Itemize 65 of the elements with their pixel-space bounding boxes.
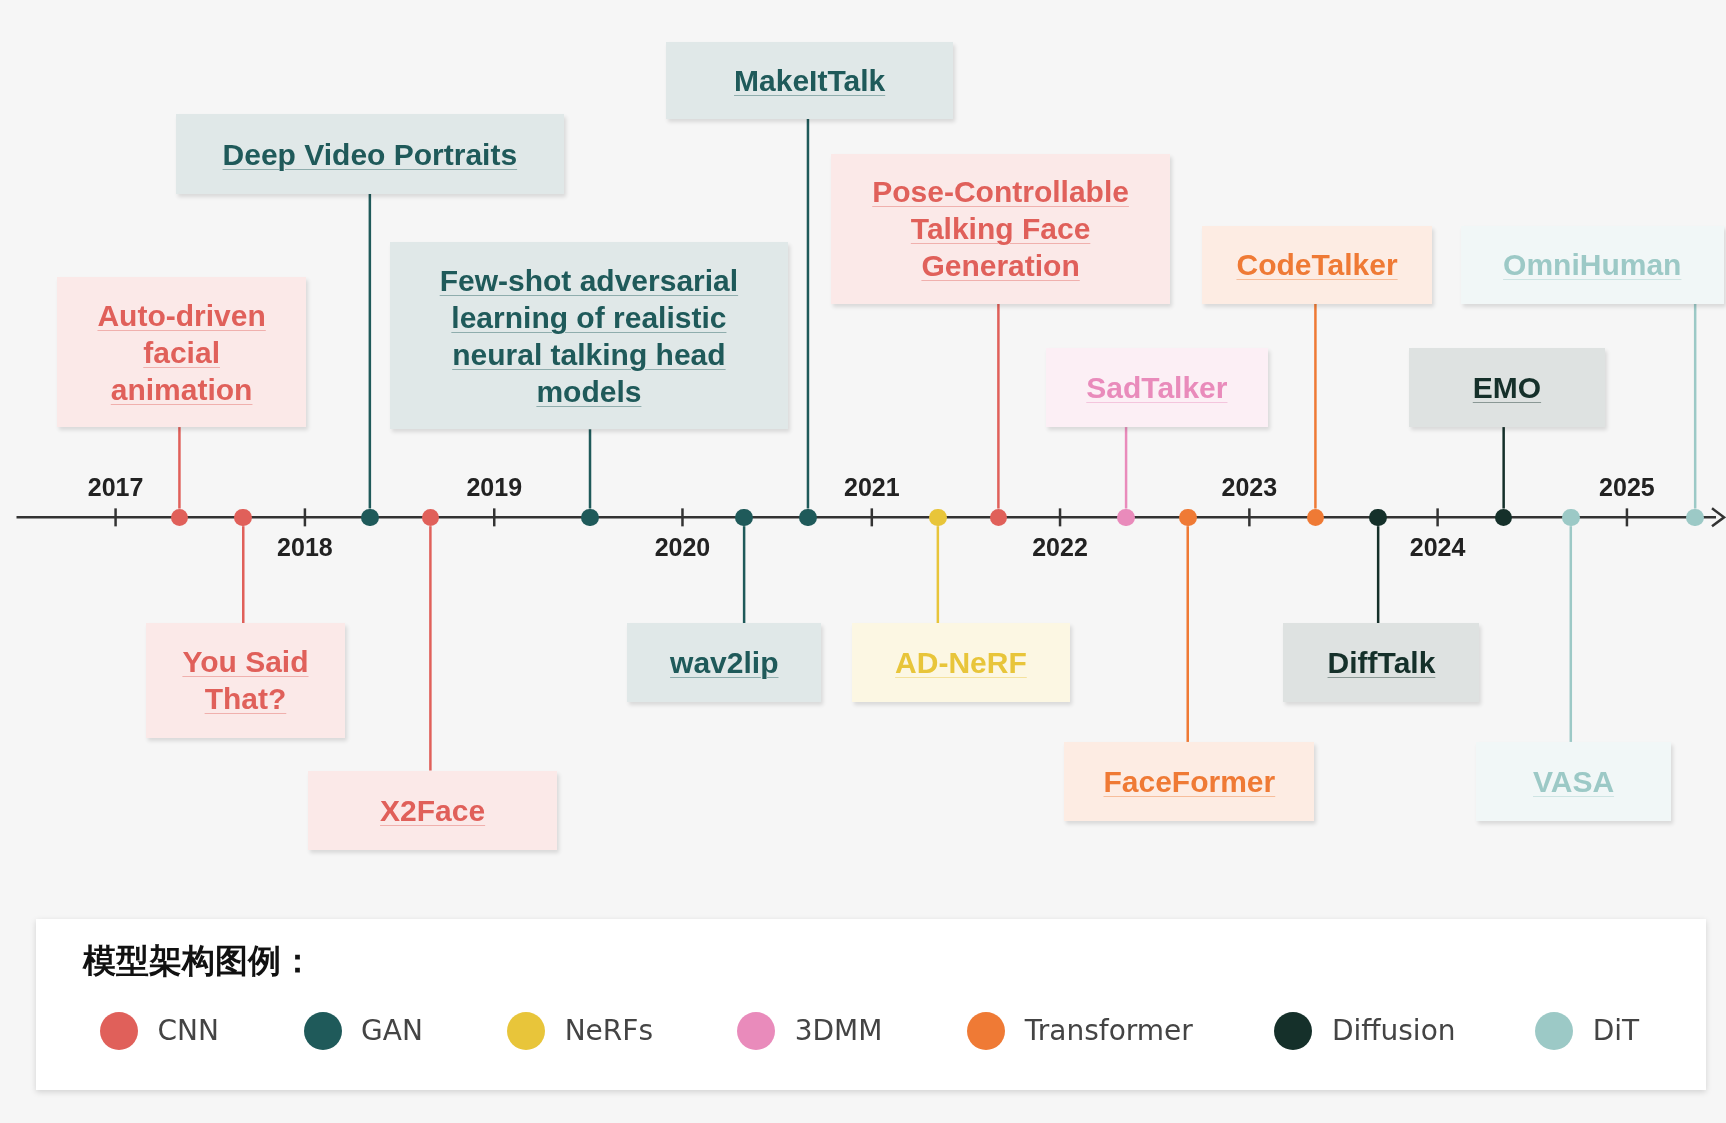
timeline-dot: [1117, 508, 1135, 527]
model-box: Few-shot adversarial learning of realistic neural talking head models: [389, 242, 789, 430]
model-box: OmniHuman: [1460, 225, 1724, 304]
timeline-dot: [1494, 508, 1513, 527]
timeline-dot: [1562, 508, 1580, 527]
timeline-dot: [234, 508, 253, 527]
model-box: CodeTalker: [1202, 225, 1433, 304]
model-box: VASA: [1476, 741, 1671, 822]
model-box: Pose-Controllable Talking Face Generation: [831, 154, 1171, 304]
legend-label: 3DMM: [794, 1014, 883, 1048]
legend-label: CNN: [157, 1014, 219, 1048]
model-box: You Said That?: [146, 623, 345, 738]
connector-line: [936, 526, 940, 624]
connector-line: [1376, 526, 1380, 624]
legend-label: Diffusion: [1331, 1014, 1456, 1048]
model-box: wav2lip: [627, 623, 822, 703]
connector-line: [1502, 427, 1505, 509]
connector-line: [742, 526, 746, 624]
model-box: X2Face: [308, 770, 557, 850]
year-label: 2017: [87, 473, 144, 503]
connector-line: [1569, 526, 1573, 742]
timeline-dot: [989, 508, 1008, 527]
connector-line: [1314, 303, 1317, 509]
connector-line: [806, 118, 810, 509]
model-box: FaceFormer: [1064, 741, 1315, 822]
year-label: 2019: [466, 473, 523, 503]
year-label: 2021: [844, 473, 900, 503]
connector-line: [1693, 303, 1697, 509]
legend-label: Transformer: [1024, 1014, 1193, 1048]
connector-line: [588, 429, 592, 509]
model-box: Auto-driven facial animation: [57, 277, 306, 428]
year-label: 2018: [277, 532, 333, 562]
year-label: 2023: [1221, 473, 1278, 503]
year-label: 2020: [654, 532, 711, 562]
connector-line: [242, 526, 245, 624]
timeline-dot: [1369, 508, 1387, 527]
timeline-dot: [929, 508, 947, 527]
model-box: AD-NeRF: [852, 623, 1070, 703]
model-box: DiffTalk: [1283, 623, 1480, 703]
timeline-dot: [170, 508, 189, 527]
timeline-dot: [735, 508, 753, 527]
timeline-dot: [1178, 508, 1197, 527]
timeline-dot: [421, 508, 440, 527]
legend-heading: 模型架构图例：: [82, 939, 314, 982]
legend-label: DiT: [1592, 1014, 1640, 1048]
connector-line: [368, 193, 372, 509]
model-box: Deep Video Portraits: [176, 114, 564, 194]
connector-line: [178, 427, 181, 509]
connector-line: [429, 526, 432, 771]
year-label: 2025: [1599, 473, 1655, 503]
timeline-dot: [361, 508, 379, 527]
timeline-dot: [581, 508, 599, 527]
connector-line: [1186, 526, 1189, 742]
timeline-dot: [1306, 508, 1325, 527]
year-label: 2024: [1409, 532, 1466, 562]
model-box: EMO: [1408, 347, 1605, 428]
timeline-dot: [1686, 508, 1704, 527]
legend-label: NeRFs: [564, 1014, 653, 1048]
legend-label: GAN: [361, 1014, 423, 1048]
timeline-dot: [799, 508, 817, 527]
connector-line: [997, 303, 1000, 509]
connector-line: [1124, 427, 1128, 509]
model-box: MakeItTalk: [665, 41, 954, 119]
model-box: SadTalker: [1045, 347, 1269, 428]
year-label: 2022: [1032, 532, 1088, 562]
